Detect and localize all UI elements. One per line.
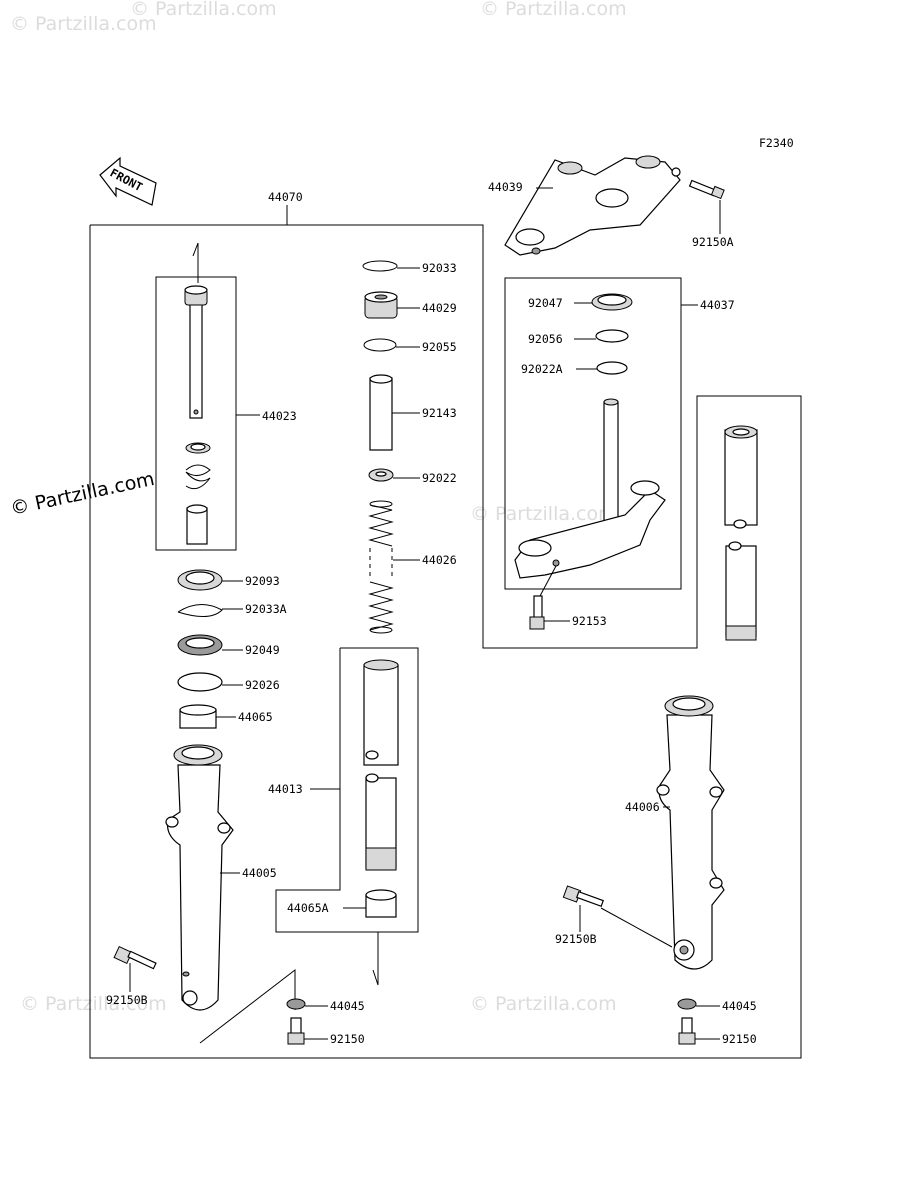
callout-44013: 44013: [268, 782, 303, 796]
cap-44029-part: [364, 291, 398, 319]
damper-rod-part: [184, 285, 211, 545]
callout-92047: 92047: [528, 296, 563, 310]
o-ring-part: [363, 338, 397, 352]
watermark-text: © Partzilla.com: [10, 13, 157, 35]
washer-92026-part: [177, 672, 223, 692]
bolt-92150-right-part: [678, 1017, 696, 1045]
upper-bracket-part: [504, 155, 681, 256]
circlip-part: [177, 604, 223, 617]
callout-44070: 44070: [268, 190, 303, 204]
washer-44045-right-part: [677, 998, 697, 1010]
callout-92150-center: 92150: [330, 1032, 365, 1046]
callout-92153: 92153: [572, 614, 607, 628]
callout-92033A: 92033A: [245, 602, 287, 616]
inner-tube-right-part: [724, 425, 758, 641]
front-arrow-icon: FRONT: [99, 156, 157, 206]
bolt-92150B-right-part: [562, 885, 605, 908]
callout-44029: 44029: [422, 301, 457, 315]
bushing-44065A-part: [365, 889, 397, 918]
callout-92150B-right: 92150B: [555, 932, 597, 946]
watermark-brand: © Partzilla.com: [8, 468, 156, 520]
callout-44005: 44005: [242, 866, 277, 880]
callout-92022A: 92022A: [521, 362, 563, 376]
callout-44039: 44039: [488, 180, 523, 194]
oil-seal-part: [177, 634, 223, 656]
callout-44065A: 44065A: [287, 901, 329, 915]
bolt-92150-center-part: [287, 1017, 305, 1045]
bolt-92153-part: [529, 595, 545, 630]
dust-seal-part: [177, 569, 223, 591]
outer-tube-left-part: [165, 744, 234, 1011]
callout-92049: 92049: [245, 643, 280, 657]
callout-92093: 92093: [245, 574, 280, 588]
callout-92033: 92033: [422, 261, 457, 275]
spacer-92143-part: [369, 374, 393, 451]
snap-ring-part: [362, 260, 398, 272]
callout-44026: 44026: [422, 553, 457, 567]
callout-92150B-left: 92150B: [106, 993, 148, 1007]
callout-44065: 44065: [238, 710, 273, 724]
washer-44045-center-part: [286, 998, 306, 1010]
watermark-text: © Partzilla.com: [130, 0, 277, 20]
callout-44006: 44006: [625, 800, 660, 814]
washer-92022-part: [368, 468, 394, 482]
watermark-text: © Partzilla.com: [20, 993, 167, 1015]
callout-44023: 44023: [262, 409, 297, 423]
callout-44045-right: 44045: [722, 999, 757, 1013]
watermark-text: © Partzilla.com: [480, 0, 627, 20]
outer-tube-right-part: [656, 695, 725, 970]
callout-92056: 92056: [528, 332, 563, 346]
inner-tube-44013-part: [363, 659, 399, 871]
bolt-92150A-part: [688, 179, 725, 200]
callout-44037: 44037: [700, 298, 735, 312]
callout-92143: 92143: [422, 406, 457, 420]
callout-92022: 92022: [422, 471, 457, 485]
callout-92150A: 92150A: [692, 235, 734, 249]
bushing-44065-part: [179, 704, 217, 729]
callout-92055: 92055: [422, 340, 457, 354]
stem-bracket-part: [514, 293, 666, 579]
figure-code: F2340: [759, 136, 794, 150]
watermark-text: © Partzilla.com: [470, 993, 617, 1015]
callout-44045-center: 44045: [330, 999, 365, 1013]
watermark-text: © Partzilla.com: [470, 503, 617, 525]
bolt-92150B-left-part: [113, 945, 157, 970]
callout-92026: 92026: [245, 678, 280, 692]
callout-92150-right: 92150: [722, 1032, 757, 1046]
spring-44026-part: [368, 500, 394, 634]
